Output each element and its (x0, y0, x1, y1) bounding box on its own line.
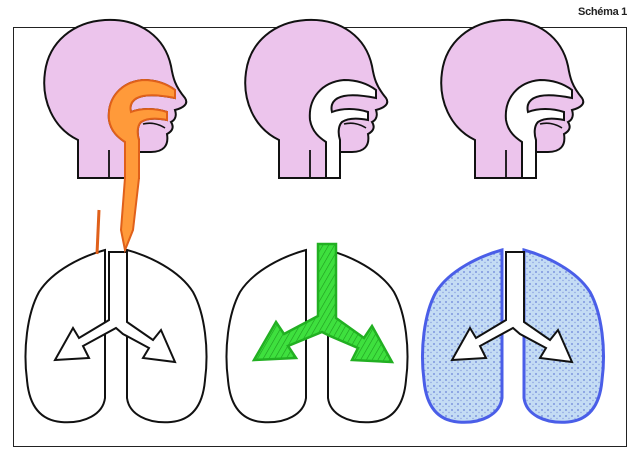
head-silhouette (245, 20, 387, 178)
panel-poumon-profond (423, 20, 604, 422)
panel-bronches (227, 20, 408, 422)
panel-orl (26, 20, 207, 422)
head-silhouette (441, 20, 583, 178)
